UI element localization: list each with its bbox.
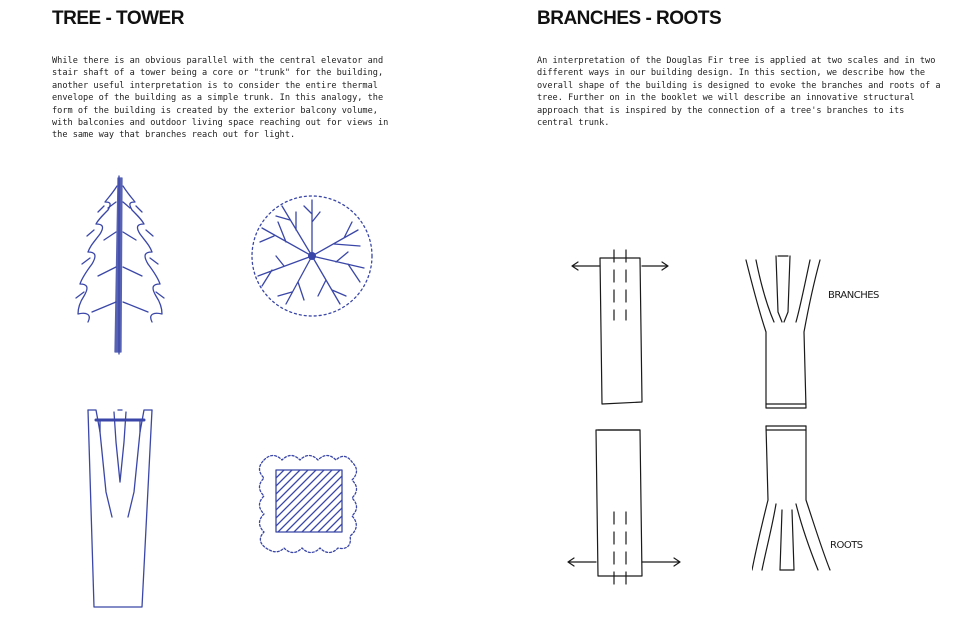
roots-split-sketch: ROOTS [752,425,863,571]
roots-trunk-arrows-sketch [567,429,681,585]
fir-tree-elevation-sketch [75,175,165,355]
section-paragraph-branches-roots: An interpretation of the Douglas Fir tre… [537,56,941,129]
tower-elevation-sketch [87,409,153,608]
branches-split-sketch: BRANCHES [745,255,880,409]
section-title-branches-roots: BRANCHES - ROOTS [537,8,722,29]
branches-trunk-arrows-sketch [571,249,669,405]
tower-plan-sketch [258,454,358,554]
branches-label: BRANCHES [828,290,879,301]
fir-tree-plan-sketch [251,195,373,317]
section-title-tree-tower: TREE - TOWER [52,8,184,29]
roots-label: ROOTS [830,540,863,551]
section-paragraph-tree-tower: While there is an obvious parallel with … [52,56,389,141]
